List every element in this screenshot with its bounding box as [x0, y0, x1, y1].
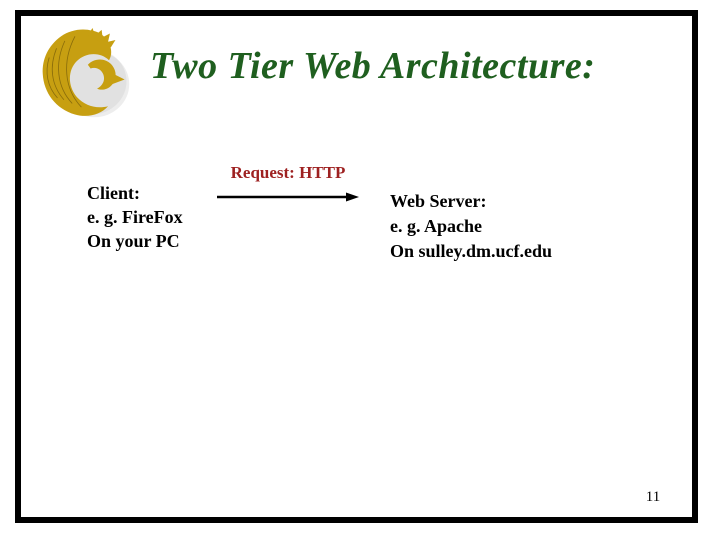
slide-border-frame — [15, 10, 698, 523]
request-http-label: Request: HTTP — [230, 163, 346, 182]
server-text-block: Web Server: e. g. Apache On sulley.dm.uc… — [390, 189, 552, 264]
server-line: Web Server: — [390, 191, 487, 211]
ucf-pegasus-logo-icon — [42, 28, 130, 118]
server-line: e. g. Apache — [390, 216, 482, 236]
page-title: Two Tier Web Architecture: — [150, 45, 596, 87]
client-line: Client: — [87, 183, 140, 203]
client-line: e. g. FireFox — [87, 207, 183, 227]
client-line: On your PC — [87, 231, 180, 251]
page-number: 11 — [645, 489, 661, 505]
client-text-block: Client: e. g. FireFox On your PC — [87, 181, 183, 253]
server-line: On sulley.dm.ucf.edu — [390, 241, 553, 261]
right-arrow-icon — [217, 192, 359, 202]
